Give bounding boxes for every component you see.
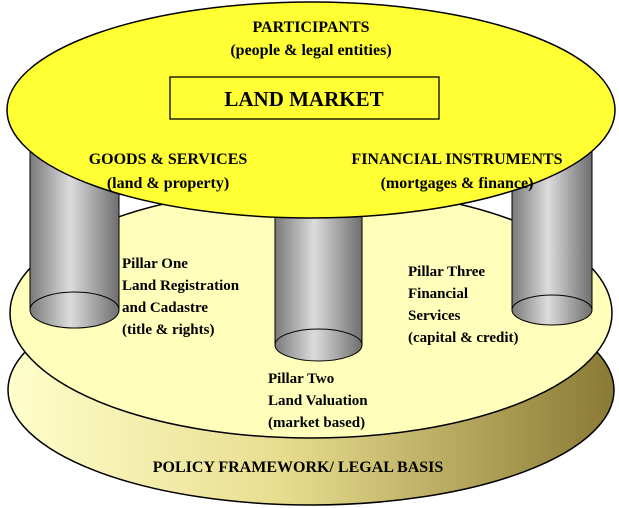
pillar-two-line: (market based) xyxy=(268,415,365,431)
pillar-two-line: Land Valuation xyxy=(268,393,368,409)
participants-subtitle: (people & legal entities) xyxy=(230,42,391,59)
goods-services-title: GOODS & SERVICES xyxy=(89,151,248,168)
pillar-two-column xyxy=(274,215,363,362)
land-market-box xyxy=(169,76,440,120)
financial-instruments-title: FINANCIAL INSTRUMENTS xyxy=(351,151,562,168)
pillar-two-text: Pillar Two Land Valuation (market based) xyxy=(268,371,368,431)
pillar-one-line: and Cadastre xyxy=(122,300,208,316)
pillar-three-line: (capital & credit) xyxy=(408,330,519,346)
pillar-one-line: Land Registration xyxy=(122,278,240,294)
pillar-one-line: Pillar One xyxy=(122,256,188,272)
land-market-disk xyxy=(6,1,616,219)
pillar-three-text: Pillar Three Financial Services (capital… xyxy=(408,264,519,346)
participants-title: PARTICIPANTS xyxy=(252,19,369,36)
goods-services-subtitle: (land & property) xyxy=(107,175,229,192)
pillar-one-column xyxy=(29,150,120,329)
pillar-one-line: (title & rights) xyxy=(122,322,214,338)
pillar-three-line: Pillar Three xyxy=(408,264,485,280)
land-market-label: LAND MARKET xyxy=(224,87,383,111)
financial-instruments-subtitle: (mortgages & finance) xyxy=(381,175,534,192)
pillar-three-line: Financial xyxy=(408,286,468,302)
pillar-two-line: Pillar Two xyxy=(268,371,334,387)
pillar-three-line: Services xyxy=(408,308,461,324)
pillar-one-text: Pillar One Land Registration and Cadastr… xyxy=(122,256,240,338)
policy-framework-label: POLICY FRAMEWORK/ LEGAL BASIS xyxy=(153,459,444,476)
